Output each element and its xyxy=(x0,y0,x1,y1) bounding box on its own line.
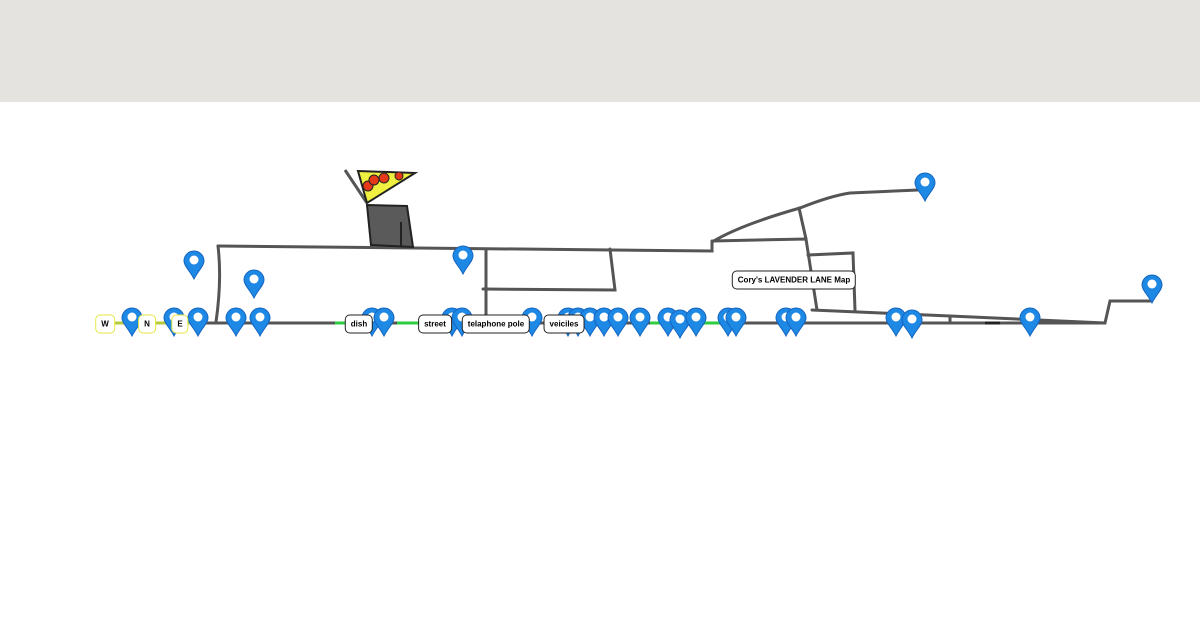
label-dish[interactable]: dish xyxy=(344,314,374,334)
building xyxy=(365,203,415,249)
map-pin-icon[interactable] xyxy=(243,269,265,300)
compass-north: N xyxy=(138,314,156,334)
map-title-label: Cory's LAVENDER LANE Map xyxy=(731,270,857,290)
north-road xyxy=(216,188,920,253)
map-pin-icon[interactable] xyxy=(725,307,747,338)
map-pin-icon[interactable] xyxy=(914,172,936,203)
map-pin-icon[interactable] xyxy=(669,309,691,340)
road-southeast xyxy=(810,299,1152,325)
road-west-branch xyxy=(214,244,222,324)
label-street[interactable]: street xyxy=(418,314,452,334)
compass-east: E xyxy=(171,314,189,334)
map-pin-icon[interactable] xyxy=(452,245,474,276)
map-pin-icon[interactable] xyxy=(373,307,395,338)
map-pin-icon[interactable] xyxy=(785,307,807,338)
compass-west: W xyxy=(95,314,115,334)
map-pin-icon[interactable] xyxy=(685,307,707,338)
map-pin-icon[interactable] xyxy=(225,307,247,338)
map-pin-icon[interactable] xyxy=(607,307,629,338)
map-pin-icon[interactable] xyxy=(1019,307,1041,338)
road-loop xyxy=(481,247,617,292)
map-pin-icon[interactable] xyxy=(249,307,271,338)
header-bar xyxy=(0,0,1200,102)
label-telephone-pole[interactable]: telaphone pole xyxy=(461,314,531,334)
map-pin-icon[interactable] xyxy=(1141,274,1163,305)
map-pin-icon[interactable] xyxy=(183,250,205,281)
label-vehicles[interactable]: veiciles xyxy=(543,314,585,334)
house-drawing xyxy=(343,169,419,249)
map-pin-icon[interactable] xyxy=(629,307,651,338)
map-pin-icon[interactable] xyxy=(187,307,209,338)
map-pin-icon[interactable] xyxy=(901,309,923,340)
roads xyxy=(118,188,1152,325)
